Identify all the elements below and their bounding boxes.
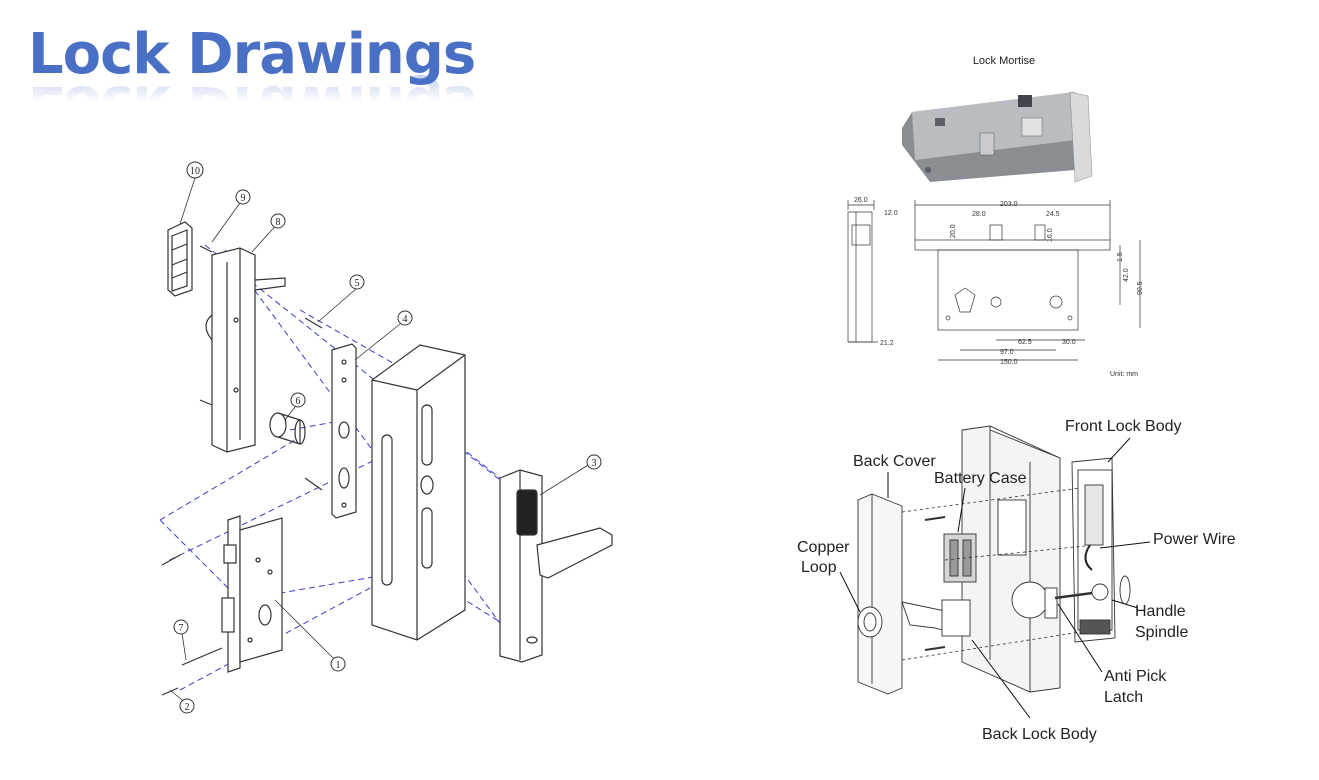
label-back-lock-body: Back Lock Body <box>982 726 1097 743</box>
dim-21-2: 21.2 <box>880 340 894 347</box>
callouts: 10 9 8 5 4 6 3 1 7 2 <box>173 161 602 714</box>
svg-text:7: 7 <box>179 623 184 634</box>
svg-text:4: 4 <box>403 314 408 325</box>
door-block <box>371 344 466 641</box>
dim-16: 16.0 <box>1047 228 1054 242</box>
part-3-front-body <box>499 469 613 663</box>
label-back-cover: Back Cover <box>853 453 936 470</box>
dim-30: 30.0 <box>1062 339 1076 346</box>
label-battery-case: Battery Case <box>934 470 1027 487</box>
label-antipick-line1: Anti Pick <box>1104 668 1167 685</box>
mortise-caption: Lock Mortise <box>973 55 1035 67</box>
callout-4: 4 <box>397 310 413 326</box>
svg-text:10: 10 <box>190 166 200 177</box>
dim-26: 26.0 <box>854 197 868 204</box>
part-1-mortise <box>221 515 283 673</box>
callout-10: 10 <box>186 161 204 179</box>
label-copper-line1: Copper <box>797 539 850 556</box>
part-10-cover <box>167 221 193 297</box>
assembly-diagram <box>839 425 1151 719</box>
callout-8: 8 <box>270 213 286 229</box>
svg-text:9: 9 <box>241 193 246 204</box>
svg-text:8: 8 <box>276 217 281 228</box>
label-antipick-line2: Latch <box>1104 689 1143 706</box>
label-handle-line2: Spindle <box>1135 624 1188 641</box>
unit-label: Unit: mm <box>1110 371 1138 378</box>
svg-text:2: 2 <box>185 702 190 713</box>
dim-20: 20.0 <box>950 224 957 238</box>
callout-3: 3 <box>586 454 602 470</box>
part-7-screw <box>161 554 223 696</box>
dim-150: 150.0 <box>1000 359 1018 366</box>
label-copper-line2: Loop <box>801 559 837 576</box>
mortise-photo <box>902 91 1093 183</box>
part-5-screws <box>199 245 323 491</box>
callout-6: 6 <box>290 392 306 408</box>
assembly-labels: Front Lock Body Back Cover Battery Case … <box>797 418 1236 743</box>
slide-title: Lock Drawings <box>28 22 476 87</box>
svg-text:6: 6 <box>296 396 301 407</box>
callout-9: 9 <box>235 189 251 205</box>
dim-90-5: 90.5 <box>1137 281 1144 295</box>
part-4-plate <box>331 343 357 519</box>
label-power-wire: Power Wire <box>1153 531 1236 548</box>
dim-62-5: 62.5 <box>1018 339 1032 346</box>
callout-1: 1 <box>330 656 346 672</box>
exploded-view-diagram <box>159 177 613 705</box>
mortise-drawing-side <box>847 200 878 343</box>
svg-text:3: 3 <box>592 458 597 469</box>
part-6-cylinder <box>269 412 306 445</box>
callout-7: 7 <box>173 619 189 635</box>
dim-28: 28.0 <box>972 211 986 218</box>
dim-97: 97.0 <box>1000 349 1014 356</box>
dim-12: 12.0 <box>884 210 898 217</box>
svg-text:1: 1 <box>336 660 341 671</box>
label-handle-line1: Handle <box>1135 603 1186 620</box>
dim-203: 203.0 <box>1000 201 1018 208</box>
callout-2: 2 <box>179 698 195 714</box>
dim-42: 42.0 <box>1123 268 1130 282</box>
part-8-back-body <box>205 247 286 453</box>
label-front-lock-body: Front Lock Body <box>1065 418 1182 435</box>
dim-1-5: 1.5 <box>1117 252 1124 262</box>
dim-24-5: 24.5 <box>1046 211 1060 218</box>
callout-5: 5 <box>349 274 365 290</box>
mortise-drawing-front <box>914 200 1141 361</box>
svg-text:5: 5 <box>355 278 360 289</box>
